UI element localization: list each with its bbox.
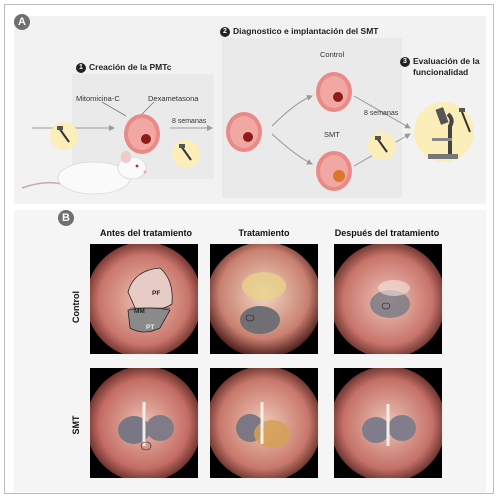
otoscopy-control-after [334, 244, 442, 354]
step3-title-line2: funcionalidad [413, 67, 469, 77]
figure-frame [4, 4, 494, 494]
arrow-control-eval [353, 95, 411, 129]
panel-a-badge: A [14, 14, 30, 30]
group-control-label: Control [320, 50, 345, 59]
ear-drum-icon [226, 112, 262, 152]
label-mm: MM [134, 308, 145, 315]
otoscope-icon [50, 122, 78, 150]
panel-a-diagram [21, 38, 474, 198]
drug2-line [139, 101, 155, 117]
otoscopy-control-treatment [210, 244, 318, 354]
group-smt-label: SMT [324, 130, 340, 139]
arrow-to-control [271, 94, 313, 127]
mouse-icon [21, 150, 147, 195]
otoscopy-smt-treatment [210, 368, 318, 478]
row-header-control: Control [71, 291, 81, 323]
column-header-after: Después del tratamiento [334, 228, 440, 238]
interval1-label: 8 semanas [172, 118, 207, 125]
interval2-label: 8 semanas [364, 110, 399, 117]
ear-drum-icon [316, 151, 352, 191]
drug2-label: Dexametasona [148, 94, 199, 103]
otoscope-icon [172, 140, 200, 168]
ear-drum-icon [316, 72, 352, 112]
label-pf: PF [152, 290, 161, 297]
microscope-icon [414, 102, 474, 162]
otoscope-icon [368, 132, 396, 160]
panel-b-badge: B [58, 210, 74, 226]
row-header-smt: SMT [71, 415, 81, 435]
otoscopy-smt-after [334, 368, 442, 478]
drug1-label: Mitomicina-C [76, 94, 120, 103]
panel-b: B Antes del tratamiento Tratamiento Desp… [14, 210, 486, 492]
drug1-line [101, 101, 127, 117]
column-header-treatment: Tratamiento [238, 228, 290, 238]
otoscope-icon [459, 108, 471, 133]
panel-a: A [14, 14, 486, 204]
ear-drum-icon [124, 114, 160, 154]
arrow-to-smt [271, 133, 313, 165]
label-pt: PT [146, 324, 155, 331]
otoscopy-control-before: PF MM PT [90, 244, 198, 354]
column-header-before: Antes del tratamiento [99, 228, 193, 238]
otoscopy-smt-before [90, 368, 198, 478]
